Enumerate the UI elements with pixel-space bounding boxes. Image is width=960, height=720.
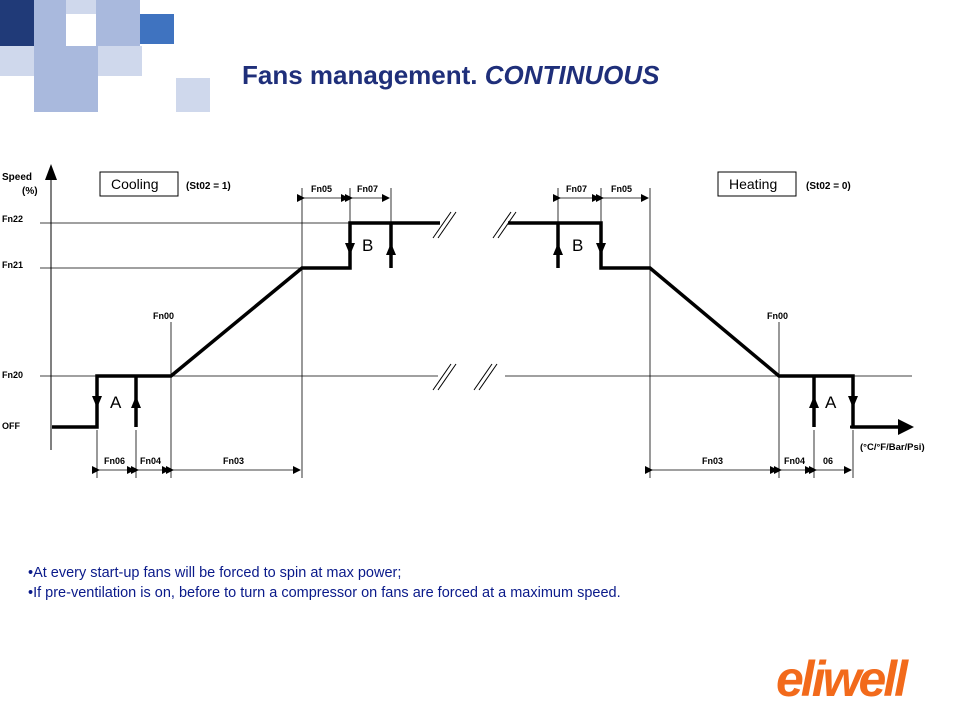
- y-axis-label-line2: (%): [22, 186, 38, 197]
- y-axis-arrow-icon: [45, 164, 57, 180]
- title-main: Fans management.: [242, 60, 485, 90]
- heating-box: [717, 171, 797, 197]
- fan-speed-diagram: Speed (%) (°C/°F/Bar/Psi) Fn22 Fn21 Fn20…: [2, 164, 925, 478]
- title-italic: CONTINUOUS: [484, 60, 660, 90]
- arrow-down-icon: [848, 396, 858, 408]
- x-axis-unit-label: (°C/°F/Bar/Psi): [860, 442, 925, 453]
- param-06-label-right: 06: [823, 456, 833, 466]
- deco-square-7: [34, 46, 98, 112]
- param-fn07-label-right: Fn07: [566, 184, 587, 194]
- deco-square-6: [0, 46, 34, 76]
- arrow-down-icon: [345, 243, 355, 255]
- arrow-up-icon: [386, 243, 396, 255]
- notes-list: At every start-up fans will be forced to…: [28, 563, 621, 603]
- arrow-up-icon: [131, 396, 141, 408]
- y-axis-label-line1: Speed: [2, 172, 32, 183]
- level-fn21-label: Fn21: [2, 260, 23, 270]
- arrow-up-icon: [553, 243, 563, 255]
- level-off-label: OFF: [2, 421, 20, 431]
- eliwell-logo: eliwell: [776, 651, 912, 707]
- arrow-up-icon: [809, 396, 819, 408]
- zone-a-label-cooling: A: [110, 393, 122, 412]
- deco-square-9: [176, 78, 210, 112]
- param-fn04-label: Fn04: [140, 456, 161, 466]
- level-fn20-label: Fn20: [2, 370, 23, 380]
- heating-curve: [508, 221, 900, 429]
- param-fn07-label: Fn07: [357, 184, 378, 194]
- heating-label: Heating: [729, 176, 777, 192]
- deco-square-8: [98, 46, 142, 76]
- param-fn03-label-right: Fn03: [702, 456, 723, 466]
- deco-square-1: [0, 0, 34, 46]
- deco-square-4: [96, 0, 140, 46]
- param-fn06-label: Fn06: [104, 456, 125, 466]
- param-fn05-label: Fn05: [311, 184, 332, 194]
- deco-square-5: [140, 14, 174, 44]
- cooling-condition: (St02 = 1): [186, 181, 231, 192]
- dimension-guides: [96, 188, 854, 478]
- x-axis-arrow-icon: [898, 419, 914, 435]
- cooling-curve: [52, 221, 440, 429]
- param-fn00-label-right: Fn00: [767, 311, 788, 321]
- param-fn00-label: Fn00: [153, 311, 174, 321]
- heating-condition: (St02 = 0): [806, 181, 851, 192]
- cooling-box: [99, 171, 179, 197]
- deco-square-3: [66, 0, 96, 14]
- cooling-label: Cooling: [111, 176, 158, 192]
- deco-square-2: [34, 0, 66, 46]
- note-item: At every start-up fans will be forced to…: [28, 563, 621, 583]
- param-fn05-label-right: Fn05: [611, 184, 632, 194]
- arrow-down-icon: [92, 396, 102, 408]
- param-fn04-label-right: Fn04: [784, 456, 805, 466]
- level-fn22-label: Fn22: [2, 214, 23, 224]
- dimension-arrows: [92, 194, 852, 474]
- note-item: If pre-ventilation is on, before to turn…: [28, 583, 621, 603]
- arrow-down-icon: [596, 243, 606, 255]
- param-fn03-label: Fn03: [223, 456, 244, 466]
- axis-break-mark: [432, 211, 517, 391]
- logo-text: eliwell: [776, 651, 909, 707]
- page-title: Fans management. CONTINUOUS: [242, 60, 660, 91]
- zone-a-label-heating: A: [825, 393, 837, 412]
- zone-b-label-heating: B: [572, 236, 583, 255]
- zone-b-label-cooling: B: [362, 236, 373, 255]
